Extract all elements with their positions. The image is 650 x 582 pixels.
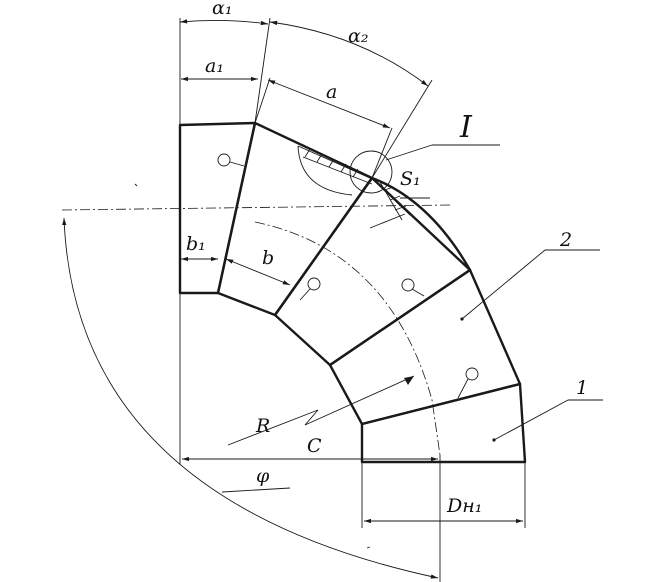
- dimension-a: a: [254, 77, 393, 179]
- b-label: b: [262, 247, 274, 269]
- dh1-label: Dн₁: [446, 495, 482, 517]
- weld-hatching: [297, 145, 411, 221]
- b1-label: b₁: [186, 233, 206, 255]
- dimension-c: C: [179, 293, 441, 468]
- r-label: R: [255, 415, 270, 437]
- part-2-label: 2: [559, 229, 572, 251]
- part-1-callout: 1: [492, 377, 603, 442]
- part-markers: [217, 153, 479, 399]
- detail-callout: I: [349, 110, 500, 194]
- c-label: C: [307, 435, 322, 457]
- elbow-segments: [178, 121, 527, 464]
- dimension-dh1: Dн₁: [361, 462, 526, 528]
- s1-label: S₁: [400, 168, 421, 190]
- dimension-b1: b₁: [181, 233, 218, 262]
- angle-dimensions-top: α₁ α₂: [179, 0, 433, 179]
- angle-phi: φ: [62, 217, 441, 582]
- part-1-label: 1: [576, 377, 588, 399]
- dimension-a1: a₁: [181, 55, 258, 82]
- dimension-s1: S₁: [369, 168, 430, 229]
- stray-marks: [134, 183, 371, 549]
- dimension-b: b: [225, 247, 291, 286]
- a1-label: a₁: [205, 55, 224, 77]
- phi-label: φ: [256, 465, 270, 487]
- alpha2-label: α₂: [348, 25, 368, 47]
- part-2-callout: 2: [460, 229, 600, 321]
- alpha1-label: α₁: [212, 0, 232, 19]
- a-label: a: [326, 81, 337, 103]
- detail-label: I: [459, 110, 473, 145]
